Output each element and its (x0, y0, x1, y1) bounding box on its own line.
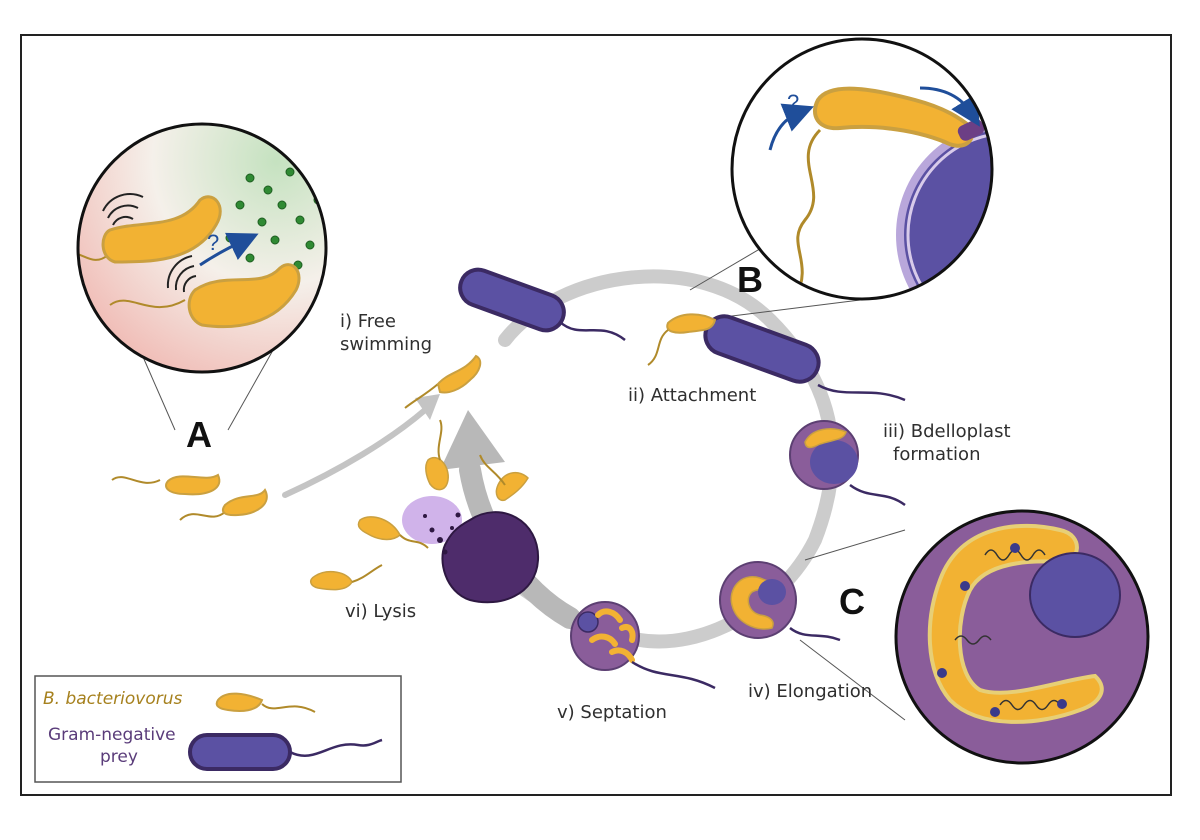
sensing-arrow (199, 232, 259, 267)
predator-cell (165, 473, 221, 496)
predator-cell (730, 576, 774, 630)
elongating-predator (927, 523, 1104, 724)
label-lysis: vi) Lysis (345, 601, 416, 622)
panel-label-c: C (839, 581, 865, 622)
legend-predator-swatch (215, 692, 264, 712)
panel-a-zoom: ? (76, 122, 328, 374)
legend-predator-flagellum (261, 703, 316, 713)
stage-bdelloplast (789, 420, 906, 507)
label-septation: v) Septation (557, 702, 667, 723)
label-free-swimming-2: swimming (340, 334, 432, 355)
progeny-cell (595, 608, 623, 623)
legend-predator-label: B. bacteriovorus (43, 689, 182, 709)
chromosome (999, 699, 1061, 711)
label-elongation: iv) Elongation (748, 681, 872, 702)
predator-cell (101, 195, 222, 264)
free-predators-start (111, 473, 268, 521)
predator-cell (357, 516, 401, 541)
legend-prey-label-1: Gram-negative (48, 725, 176, 745)
flagellum (559, 321, 626, 341)
predator-cell (310, 570, 353, 591)
legend-prey-label-2: prey (100, 747, 138, 767)
flagellum (849, 483, 906, 507)
predator-cell (425, 457, 449, 491)
cycle-arrow-head (440, 410, 505, 470)
free-prey (458, 267, 626, 341)
question-mark-a: ? (207, 230, 219, 255)
panel-c-zoom (894, 509, 1150, 765)
panel-label-a: A (186, 414, 212, 455)
lysis-cloud (402, 496, 462, 544)
stage-septation (570, 601, 716, 690)
flagellum (789, 626, 841, 642)
legend-prey-flagellum (289, 738, 383, 758)
predator-cell (666, 313, 717, 334)
lysed-prey (441, 511, 540, 604)
predator-cell (495, 471, 529, 502)
stage-lysis (310, 419, 540, 604)
predator-cell (812, 86, 975, 148)
prey-nucleoid (1029, 552, 1121, 638)
predator-cell (436, 354, 482, 394)
flagellum (793, 128, 822, 299)
label-bdelloplast-1: iii) Bdelloplast (883, 421, 1011, 442)
chromosome (954, 635, 992, 645)
progeny-cell (609, 647, 635, 663)
stage-attachment (647, 313, 906, 402)
panel-label-b: B (737, 259, 763, 300)
stage-free-swimming (404, 354, 482, 409)
prey-cell (458, 267, 566, 333)
flagellum (817, 383, 906, 402)
rotation-arrow (768, 103, 814, 151)
signal-waves (102, 193, 144, 226)
predator-cell (804, 428, 847, 449)
legend: B. bacteriovorus Gram-negative prey (34, 675, 402, 783)
entry-arrow-head (415, 394, 440, 420)
label-free-swimming-1: i) Free (340, 311, 396, 332)
rotation-arrow (919, 86, 980, 127)
stage-elongation (719, 561, 841, 642)
replisomes (937, 543, 1067, 717)
label-bdelloplast-2: formation (893, 444, 980, 465)
predator-cell (221, 488, 268, 517)
flagellum (631, 660, 716, 690)
entry-arrow (282, 407, 428, 498)
label-attachment: ii) Attachment (628, 385, 756, 406)
progeny-cell (619, 624, 636, 643)
signal-waves (166, 255, 197, 293)
progeny-cell (589, 633, 618, 647)
legend-prey-swatch (188, 733, 292, 771)
question-mark-b: ? (787, 90, 799, 115)
predator-cell (187, 263, 301, 329)
